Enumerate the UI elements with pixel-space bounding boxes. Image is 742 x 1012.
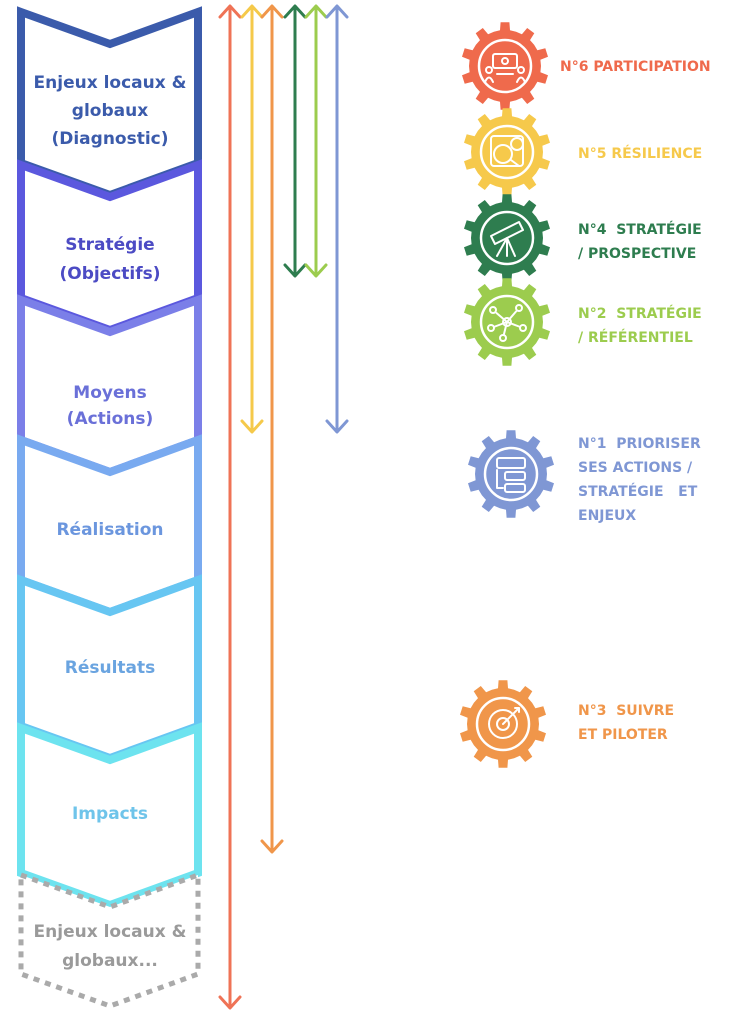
step-chevron bbox=[17, 722, 202, 910]
step-label: Enjeux locaux & bbox=[34, 73, 187, 93]
telescope-icon bbox=[490, 221, 524, 257]
gear-label: N°6 PARTICIPATION bbox=[560, 59, 711, 75]
arrow-head-up bbox=[304, 4, 328, 19]
gear-1: N°6 PARTICIPATION bbox=[462, 22, 711, 110]
resilience-icon bbox=[490, 135, 524, 167]
step-label: (Objectifs) bbox=[59, 264, 160, 284]
gear-6: N°3 SUIVRE ET PILOTER bbox=[460, 680, 674, 768]
arrow-head-down bbox=[240, 419, 264, 434]
gear-ring bbox=[483, 446, 539, 502]
step-label: Réalisation bbox=[56, 520, 163, 540]
steps-layer: Enjeux locaux & globaux (Diagnostic) Straté… bbox=[17, 6, 202, 1009]
arrow-5 bbox=[304, 4, 328, 278]
step-7: Enjeux locaux & globaux... bbox=[18, 871, 201, 1009]
gear-shape bbox=[462, 22, 548, 110]
gear-2: N°5 RÉSILIENCE bbox=[464, 108, 702, 196]
gear-label: STRATÉGIE ET bbox=[578, 483, 698, 500]
arrow-head-up bbox=[218, 4, 242, 19]
arrow-head-down bbox=[283, 263, 307, 278]
step-label: Résultats bbox=[65, 658, 156, 678]
step-label: (Diagnostic) bbox=[51, 129, 168, 149]
arrow-3 bbox=[260, 4, 284, 854]
step-label: Impacts bbox=[72, 804, 148, 824]
gear-label: N°4 STRATÉGIE bbox=[578, 221, 702, 238]
arrows-layer bbox=[218, 4, 349, 1010]
gear-label: N°1 PRIORISER bbox=[578, 436, 701, 452]
arrow-head-up bbox=[283, 4, 307, 19]
arrow-head-up bbox=[240, 4, 264, 19]
arrow-head-down bbox=[325, 419, 349, 434]
gear-3: N°4 STRATÉGIE / PROSPECTIVE bbox=[464, 194, 702, 282]
gear-label: N°5 RÉSILIENCE bbox=[578, 145, 702, 162]
arrow-head-down bbox=[218, 995, 242, 1010]
gear-label: / RÉFÉRENTIEL bbox=[578, 329, 693, 346]
arrow-head-up bbox=[260, 4, 284, 19]
gear-shape bbox=[464, 108, 550, 196]
step-6: Impacts bbox=[17, 722, 202, 910]
gear-label: / PROSPECTIVE bbox=[578, 246, 696, 262]
gear-label: SES ACTIONS / bbox=[578, 460, 693, 476]
gear-shape bbox=[468, 430, 554, 518]
gear-ring bbox=[479, 124, 535, 180]
step-chevron bbox=[18, 871, 201, 1009]
gear-ring bbox=[475, 696, 531, 752]
step-label: Enjeux locaux & bbox=[34, 922, 187, 942]
arrow-4 bbox=[283, 4, 307, 278]
gear-label: ET PILOTER bbox=[578, 727, 668, 743]
arrow-head-down bbox=[260, 839, 284, 854]
gears-layer: N°6 PARTICIPATION N°5 RÉSILIENCE N°4 STRAT… bbox=[460, 22, 711, 768]
gear-label: N°2 STRATÉGIE bbox=[578, 305, 702, 322]
gear-ring bbox=[477, 38, 533, 94]
gear-label: ENJEUX bbox=[578, 508, 636, 524]
arrow-head-down bbox=[304, 263, 328, 278]
arrow-1 bbox=[218, 4, 242, 1010]
arrow-6 bbox=[325, 4, 349, 434]
target-icon bbox=[488, 707, 520, 739]
gear-ring bbox=[479, 210, 535, 266]
step-label: (Actions) bbox=[67, 409, 154, 429]
step-1: Enjeux locaux & globaux (Diagnostic) bbox=[17, 6, 202, 200]
network-icon bbox=[487, 304, 527, 342]
gear-5: N°1 PRIORISER SES ACTIONS / STRATÉGIE ET EN… bbox=[468, 430, 701, 524]
priority-icon bbox=[496, 457, 526, 493]
step-label: globaux... bbox=[62, 951, 158, 971]
step-label: Stratégie bbox=[65, 235, 154, 255]
gear-ring bbox=[479, 294, 535, 350]
gear-label: N°3 SUIVRE bbox=[578, 703, 674, 719]
gear-4: N°2 STRATÉGIE / RÉFÉRENTIEL bbox=[464, 278, 702, 366]
arrow-2 bbox=[240, 4, 264, 434]
step-label: globaux bbox=[72, 101, 148, 121]
participation-icon bbox=[484, 53, 526, 83]
step-label: Moyens bbox=[73, 383, 146, 403]
arrow-head-up bbox=[325, 4, 349, 19]
